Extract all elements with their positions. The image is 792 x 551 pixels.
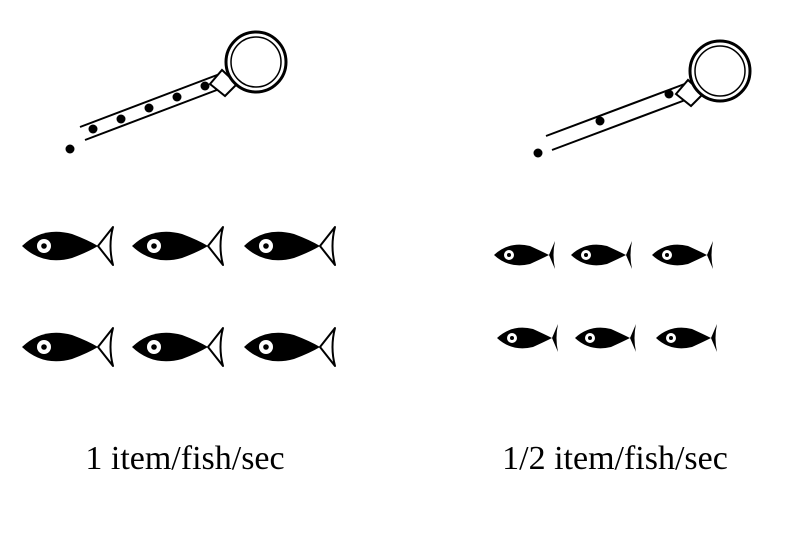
falling-pellet-icon (65, 144, 75, 154)
food-pellet-icon (664, 89, 674, 99)
fish-icon (656, 324, 717, 352)
fish-icon (494, 241, 555, 269)
feeder-tube-icon-right (545, 39, 752, 151)
feeder-tube-icon-left (79, 30, 288, 141)
fish-icon (131, 226, 224, 266)
fish-group-right (494, 241, 717, 352)
food-pellet-icon (88, 124, 98, 134)
fish-icon (497, 324, 558, 352)
fish-icon (243, 226, 336, 266)
food-pellet-icon (172, 92, 182, 102)
fish-icon (21, 327, 114, 367)
fish-icon (243, 327, 336, 367)
food-pellet-icon (200, 81, 210, 91)
fish-group-left (21, 226, 336, 367)
fish-icon (131, 327, 224, 367)
fish-icon (652, 241, 713, 269)
caption-right: 1/2 item/fish/sec (502, 440, 728, 477)
fish-icon (21, 226, 114, 266)
caption-left: 1 item/fish/sec (85, 440, 285, 477)
fish-icon (571, 241, 632, 269)
falling-pellet-icon (533, 148, 543, 158)
fish-icon (575, 324, 636, 352)
food-pellets-left (65, 81, 210, 154)
food-pellet-icon (116, 114, 126, 124)
food-pellets-right (533, 89, 674, 158)
food-pellet-icon (595, 116, 605, 126)
food-pellet-icon (144, 103, 154, 113)
